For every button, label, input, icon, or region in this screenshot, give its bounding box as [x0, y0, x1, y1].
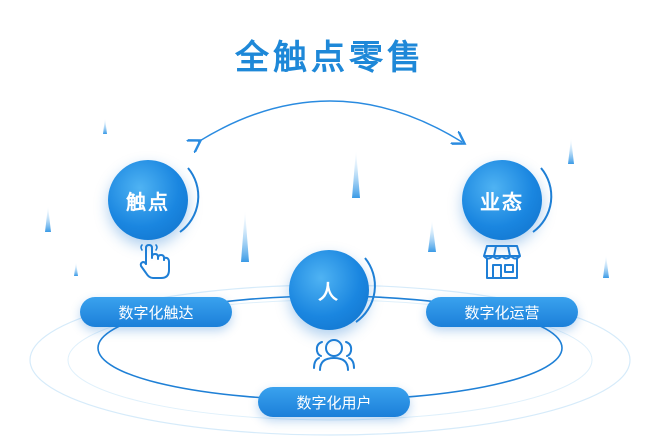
hand-pointer-icon — [139, 244, 170, 279]
person-tag: 数字化用户 — [258, 387, 410, 417]
business-node: 业态 — [462, 160, 542, 240]
cycle-arrow — [198, 100, 462, 142]
business-tag: 数字化运营 — [426, 297, 578, 327]
touchpoint-tag: 数字化触达 — [80, 297, 232, 327]
storefront-icon — [483, 245, 521, 279]
rain-drops — [45, 118, 609, 278]
diagram-title: 全触点零售 — [235, 38, 425, 78]
touchpoint-node: 触点 — [108, 160, 188, 240]
users-icon — [313, 339, 355, 371]
touchpoint-arc — [179, 167, 200, 233]
person-arc — [355, 257, 376, 323]
person-node: 人 — [289, 250, 369, 330]
business-arc — [532, 167, 553, 233]
